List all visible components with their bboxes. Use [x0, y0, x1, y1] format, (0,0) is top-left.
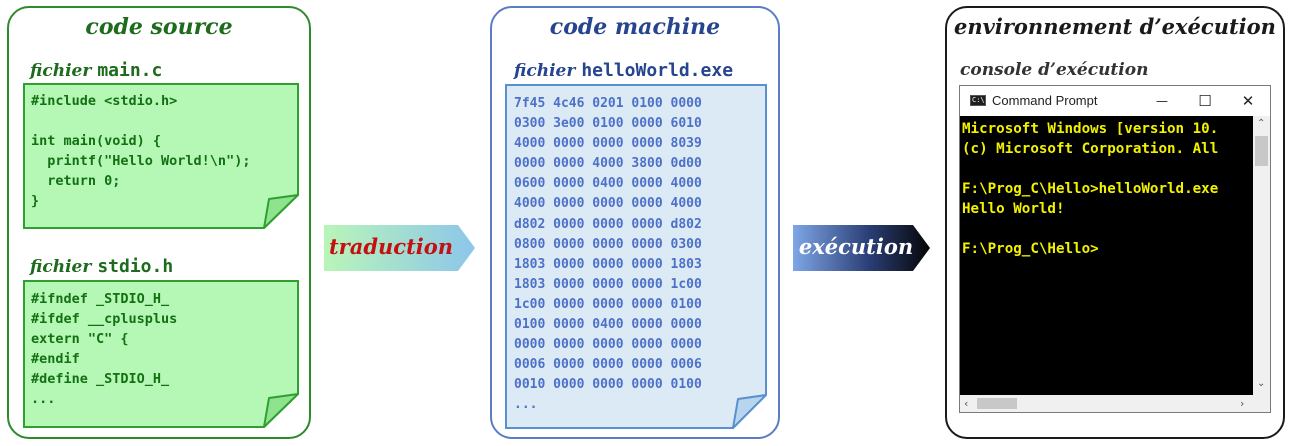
scrollbar-corner	[1253, 395, 1270, 412]
main-c-page-shape	[23, 83, 299, 229]
exe-filename: helloWorld.exe	[581, 60, 734, 81]
execution-arrow-shape	[793, 225, 930, 271]
runtime-environment-panel: environnement d’exécution console d’exéc…	[945, 6, 1285, 439]
translation-arrow-shape	[324, 225, 475, 271]
scroll-right-arrow-icon[interactable]: ›	[1240, 397, 1245, 410]
main-c-document: #include <stdio.h> int main(void) { prin…	[23, 83, 299, 229]
close-button[interactable]: ✕	[1241, 92, 1255, 110]
horizontal-scroll-thumb[interactable]	[977, 398, 1017, 409]
main-c-code: #include <stdio.h> int main(void) { prin…	[31, 93, 251, 209]
console-output-text: Microsoft Windows [version 10. (c) Micro…	[962, 121, 1219, 257]
console-output-area[interactable]: Microsoft Windows [version 10. (c) Micro…	[960, 116, 1253, 395]
execution-arrow: exécution	[793, 225, 931, 271]
translation-arrow: traduction	[324, 225, 476, 271]
console-app-icon-text: C:\	[972, 96, 985, 104]
main-c-filename: main.c	[97, 60, 163, 81]
exe-hex-dump: 7f45 4c46 0201 0100 0000 0300 3e00 0100 …	[514, 96, 702, 413]
command-prompt-window[interactable]: C:\ Command Prompt — ☐ ✕ Microsoft Windo…	[959, 85, 1271, 413]
source-panel-title: code source	[85, 14, 233, 40]
window-title: Command Prompt	[992, 93, 1098, 108]
stdio-h-filename: stdio.h	[97, 256, 174, 277]
stdio-h-page-shape	[23, 280, 299, 428]
scroll-down-arrow-icon[interactable]: ⌄	[1257, 378, 1266, 389]
stdio-h-code: #ifndef _STDIO_H_ #ifdef __cplusplus ext…	[31, 291, 178, 407]
minimize-button[interactable]: —	[1156, 94, 1168, 108]
exe-page-shape	[505, 84, 767, 429]
window-titlebar[interactable]: C:\ Command Prompt — ☐ ✕	[960, 86, 1270, 116]
exe-document: 7f45 4c46 0201 0100 0000 0300 3e00 0100 …	[505, 84, 767, 429]
translation-label: traduction	[328, 234, 454, 259]
maximize-button[interactable]: ☐	[1198, 92, 1212, 110]
stdio-h-document: #ifndef _STDIO_H_ #ifdef __cplusplus ext…	[23, 280, 299, 428]
main-c-prefix: fichier	[30, 61, 92, 81]
scroll-thumb[interactable]	[1255, 136, 1268, 166]
runtime-panel-title: environnement d’exécution	[954, 14, 1276, 39]
stdio-h-prefix: fichier	[30, 257, 92, 277]
machine-panel-title: code machine	[549, 14, 721, 40]
vertical-scrollbar[interactable]: ⌃ ⌄	[1253, 116, 1270, 395]
execution-label: exécution	[798, 234, 914, 259]
console-label: console d’exécution	[960, 60, 1149, 80]
console-app-icon: C:\	[970, 95, 986, 106]
exe-prefix: fichier	[514, 61, 576, 81]
horizontal-scrollbar[interactable]: ‹ ›	[960, 395, 1253, 412]
scroll-left-arrow-icon[interactable]: ‹	[964, 397, 969, 410]
scroll-up-arrow-icon[interactable]: ⌃	[1257, 118, 1266, 129]
